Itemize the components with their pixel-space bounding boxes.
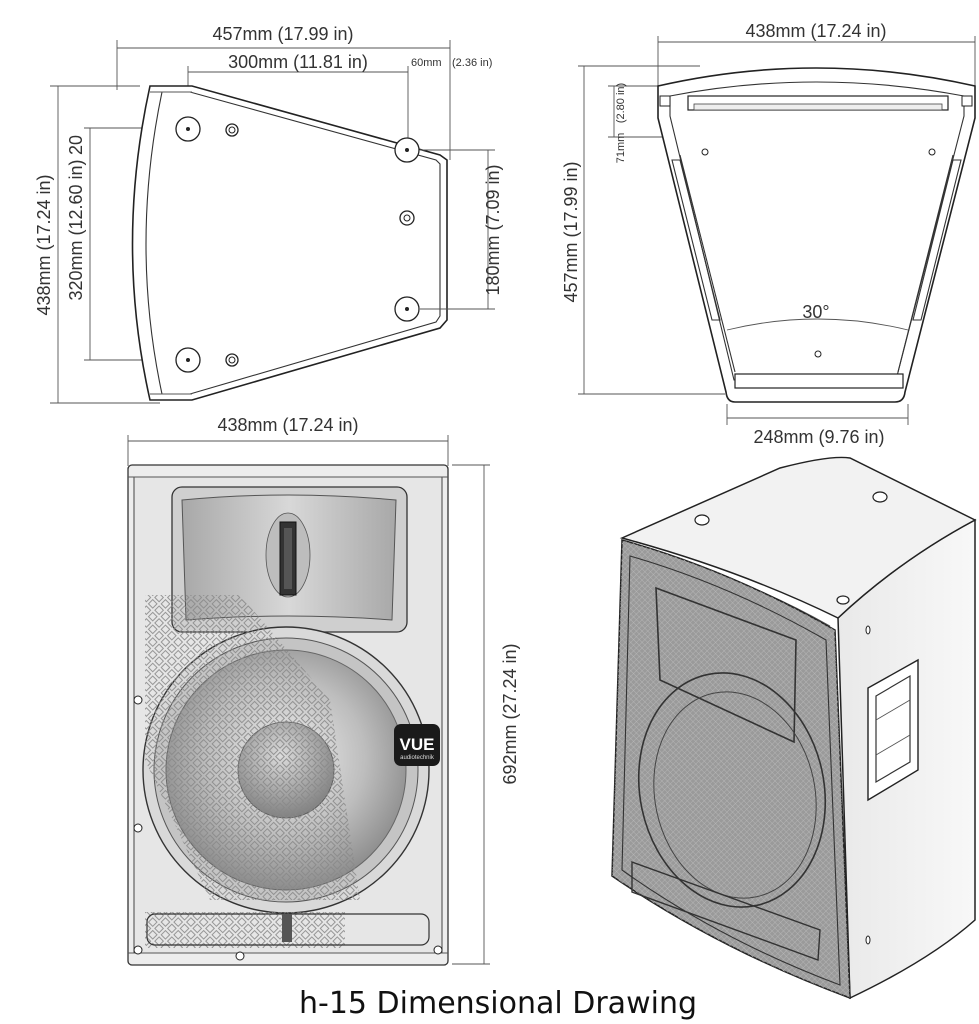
- side-view: 438mm (17.24 in) 457mm (17.99 in) 71mm (…: [561, 21, 976, 447]
- top-offset-in-label: (2.36 in): [452, 57, 492, 69]
- front-view: 438mm (17.24 in) 692mm (27.24 in): [127, 415, 520, 966]
- top-inner-width-label: 300mm (11.81 in): [228, 52, 368, 72]
- side-width-label: 438mm (17.24 in): [745, 21, 886, 41]
- top-offset-label: 60mm: [411, 57, 442, 69]
- mount-hole: [394, 137, 420, 163]
- vue-logo: VUE audiotechnik: [394, 724, 440, 766]
- mount-hole: [175, 116, 201, 142]
- top-width-label: 457mm (17.99 in): [212, 24, 353, 44]
- top-holes-suffix: 20: [66, 135, 86, 155]
- mount-hole: [399, 210, 415, 226]
- side-angle-label: 30°: [802, 302, 829, 322]
- side-rail-mm: 71mm: [615, 133, 627, 164]
- side-rail-in: (2.80 in): [615, 83, 627, 123]
- top-holes-label: 320mm (12.60 in): [66, 159, 86, 300]
- top-view: 457mm (17.99 in) 300mm (11.81 in) 60mm (…: [34, 24, 503, 404]
- mount-hole: [225, 353, 239, 367]
- top-height-label: 438mm (17.24 in): [34, 174, 54, 315]
- logo-sub: audiotechnik: [400, 755, 435, 761]
- mount-hole: [225, 123, 239, 137]
- mount-hole: [175, 347, 201, 373]
- side-height-label: 457mm (17.99 in): [561, 161, 581, 302]
- top-right-holes-label: 180mm (7.09 in): [483, 164, 503, 295]
- front-height-label: 692mm (27.24 in): [500, 643, 520, 784]
- handle: [867, 658, 919, 802]
- logo-brand: VUE: [400, 735, 435, 754]
- isometric-view: [611, 456, 977, 1000]
- side-bottom-width-label: 248mm (9.76 in): [753, 427, 884, 447]
- front-width-label: 438mm (17.24 in): [217, 415, 358, 435]
- page-title: h-15 Dimensional Drawing: [299, 986, 697, 1021]
- mount-hole: [394, 296, 420, 322]
